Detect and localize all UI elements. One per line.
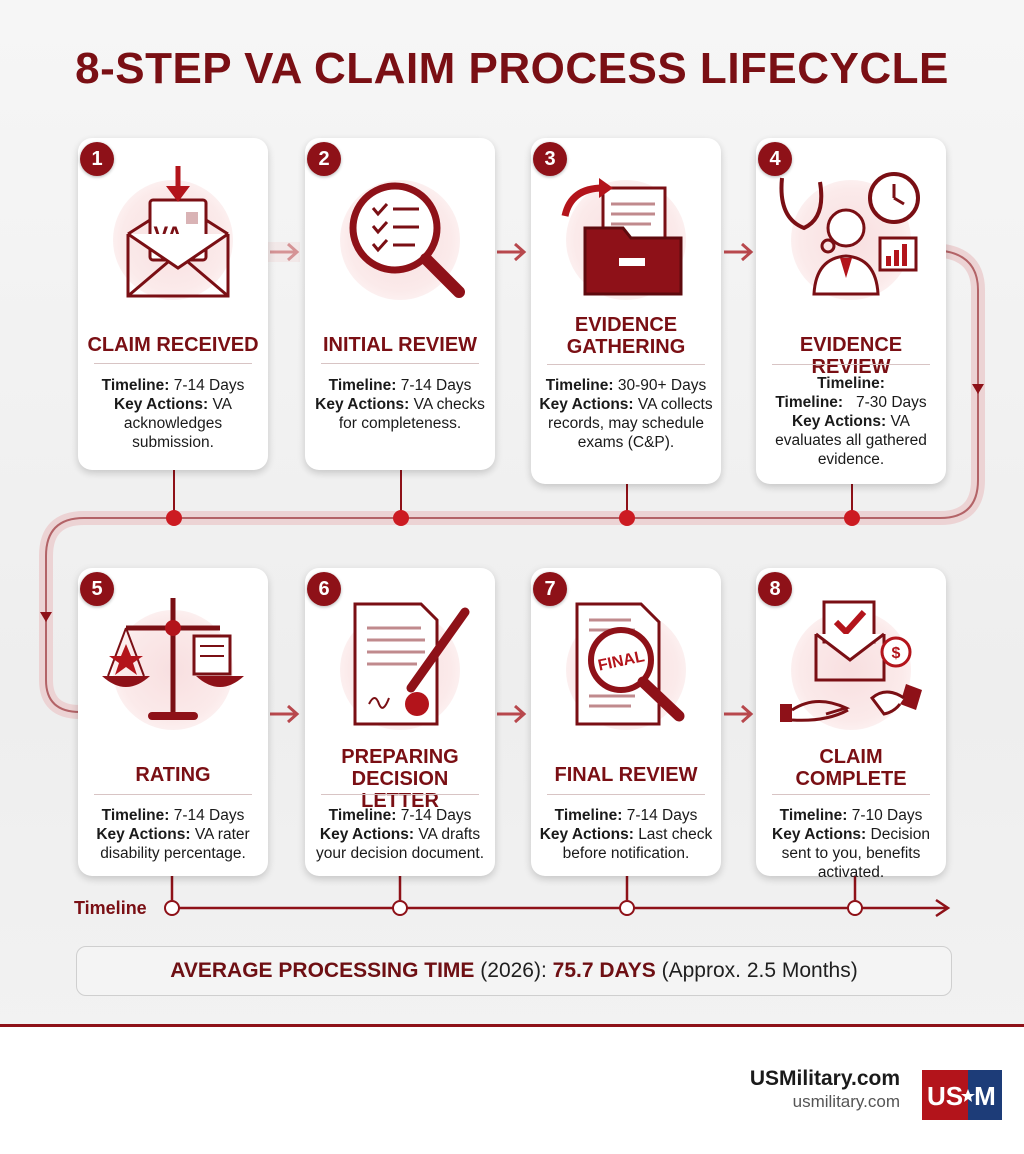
logo-right-text: M (974, 1081, 996, 1111)
bottom-timeline (170, 876, 951, 918)
timeline-nodes (164, 900, 863, 916)
logo-star (961, 1089, 975, 1102)
card-divider (321, 363, 479, 364)
average-processing-time-box: AVERAGE PROCESSING TIME (2026): 75.7 DAY… (76, 946, 952, 996)
row-connector-line (45, 249, 979, 713)
card-divider (94, 794, 252, 795)
step-card-6: 6 PREPARING DECISION LETTER Timeline: 7-… (305, 568, 495, 876)
dollar-sign-glyph: $ (892, 645, 901, 662)
step-number-badge: 3 (533, 142, 567, 176)
step-number-badge: 5 (80, 572, 114, 606)
step-details: Timeline: 30-90+ Days Key Actions: VA co… (539, 377, 713, 451)
card-divider (547, 794, 705, 795)
card-divider (772, 364, 930, 365)
step-details: Timeline: Timeline: 7-30 Days Key Action… (775, 375, 927, 468)
step-number-badge: 8 (758, 572, 792, 606)
step-details: Timeline: 7-14 Days Key Actions: VA rate… (96, 807, 250, 862)
step-card-5: 5 RATING Timeline: 7-14 Days Key Actions… (78, 568, 268, 876)
step-card-7: 7 FINAL FINAL REVIEW Timeline: 7-14 Days… (531, 568, 721, 876)
step-number-badge: 4 (758, 142, 792, 176)
final-document-magnifier-icon: FINAL (575, 602, 685, 726)
row-1-stems (173, 470, 853, 518)
step-title: INITIAL REVIEW (322, 334, 478, 356)
step-card-4: 4 EVIDENCE REVIEW Timeline: Timeline: 7-… (756, 138, 946, 484)
average-approx: (Approx. 2.5 Months) (661, 959, 858, 982)
step-arrows-row-2 (270, 704, 754, 724)
step-details: Timeline: 7-14 Days Key Actions: Last ch… (539, 807, 713, 862)
step-number-badge: 7 (533, 572, 567, 606)
timeline-label: Timeline (74, 898, 147, 918)
card-divider (772, 794, 930, 795)
step-title: RATING (135, 764, 211, 786)
step-card-1: 1 VA CLAIM RECEIVED Timeline: 7-14 Days … (78, 138, 268, 470)
step-title: PREPARING DECISION LETTER (341, 746, 459, 812)
step-title: EVIDENCE GATHERING (566, 314, 686, 358)
scales-rating-icon (102, 598, 244, 720)
step-details: Timeline: 7-14 Days Key Actions: VA draf… (315, 807, 484, 862)
step-details: Timeline: 7-10 Days Key Actions: Decisio… (772, 807, 930, 881)
row-1-dots (166, 510, 860, 526)
doctor-stethoscope-icon (779, 172, 920, 296)
step-title: CLAIM COMPLETE (795, 746, 907, 790)
step-number-badge: 1 (80, 142, 114, 176)
footer-rule (0, 1024, 1024, 1027)
right-down-arrow-head (972, 384, 984, 394)
usm-logo-icon: US M (922, 1070, 1002, 1120)
mail-envelope-icon: VA (126, 166, 230, 298)
step-title: EVIDENCE REVIEW (799, 334, 903, 378)
step-title: FINAL REVIEW (554, 764, 698, 786)
folder-documents-icon (561, 178, 683, 296)
magnifier-checklist-icon (349, 182, 465, 298)
footer (0, 1027, 1024, 1154)
step-card-2: 2 INITIAL REVIEW Timeline: 7-14 Days Key… (305, 138, 495, 470)
logo-left-text: US (927, 1081, 963, 1111)
average-year: (2026): (480, 959, 547, 982)
page-title: 8-STEP VA CLAIM PROCESS LIFECYCLE (75, 44, 949, 93)
step-details: Timeline: 7-14 Days Key Actions: VA chec… (315, 377, 485, 432)
step-card-8: 8 $ CLAIM COMPLETE Timeline: 7-10 Days K… (756, 568, 946, 881)
brand-name: USMilitary.com (749, 1067, 900, 1090)
step-number-badge: 6 (307, 572, 341, 606)
step-card-3: 3 EVIDENCE GATHERING Timeline: 30-90+ Da… (531, 138, 721, 484)
card-divider (94, 363, 252, 364)
step-details: Timeline: 7-14 Days Key Actions: VA ackn… (101, 377, 245, 451)
average-label: AVERAGE PROCESSING TIME (170, 959, 475, 982)
left-down-arrow-head (40, 612, 52, 622)
card-divider (321, 794, 479, 795)
step-number-badge: 2 (307, 142, 341, 176)
brand-url: usmilitary.com (792, 1092, 900, 1111)
step-title: CLAIM RECEIVED (87, 334, 259, 356)
envelope-handshake-icon: $ (780, 600, 922, 722)
card-divider (547, 364, 705, 365)
arrow-track-1 (268, 242, 300, 262)
letter-pen-icon (353, 602, 470, 726)
average-value: 75.7 DAYS (552, 959, 656, 982)
